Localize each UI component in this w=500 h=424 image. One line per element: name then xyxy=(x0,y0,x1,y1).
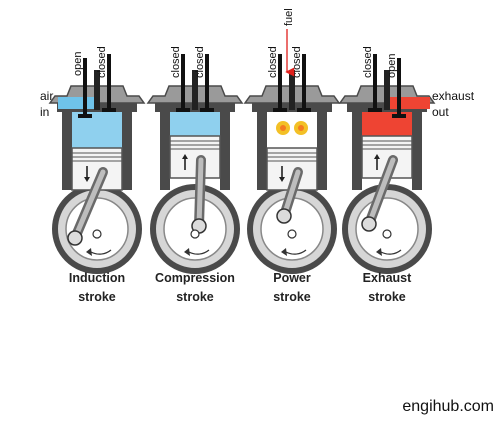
valve-head xyxy=(102,108,116,112)
valve-stem xyxy=(397,58,401,116)
cylinder-wall-right xyxy=(122,112,132,190)
valve-head xyxy=(176,108,190,112)
exhaust-out-label-line2: out xyxy=(432,105,449,119)
ignition-core xyxy=(298,125,304,131)
spark-plug xyxy=(94,70,100,110)
stroke-caption: Compression xyxy=(155,271,235,285)
valve-stem xyxy=(83,58,87,116)
rotation-arrow-head xyxy=(281,248,287,256)
valve-label: closed xyxy=(267,46,279,78)
crankshaft xyxy=(190,229,200,239)
cylinder-wall-left xyxy=(160,112,170,190)
valve-stem xyxy=(107,54,111,108)
crankshaft xyxy=(382,229,392,239)
stroke-caption: stroke xyxy=(273,290,311,304)
cylinder-wall-right xyxy=(220,112,230,190)
valve-head xyxy=(392,114,406,118)
valve-label: open xyxy=(386,54,398,78)
valve-stem xyxy=(278,54,282,108)
air-in-label-line1: air xyxy=(40,89,53,103)
arrow-head xyxy=(182,154,188,159)
rotation-arrow xyxy=(380,249,402,255)
valve-head xyxy=(297,108,311,112)
valve-head xyxy=(78,114,92,118)
piston xyxy=(169,135,221,179)
connecting-rod-highlight xyxy=(196,157,204,229)
arrow-head xyxy=(279,177,285,182)
crank-pin xyxy=(361,216,377,232)
ignition-core xyxy=(280,125,286,131)
connecting-rod-highlight xyxy=(366,157,396,227)
valve-label: closed xyxy=(170,46,182,78)
exhaust-port-gas xyxy=(387,97,430,109)
valve-label: closed xyxy=(96,46,108,78)
arrow-head xyxy=(84,177,90,182)
valve-label: closed xyxy=(291,46,303,78)
stroke-caption: stroke xyxy=(368,290,406,304)
spark-plug xyxy=(384,70,390,110)
valve-label: closed xyxy=(362,46,374,78)
connecting-rod-highlight xyxy=(72,169,106,241)
site-credit: engihub.com xyxy=(402,398,494,415)
valve-label: closed xyxy=(194,46,206,78)
stroke-caption: stroke xyxy=(78,290,116,304)
valve-stem xyxy=(181,54,185,108)
exhaust-out-label-line1: exhaust xyxy=(432,89,475,103)
cylinder-wall-left xyxy=(352,112,362,190)
rotation-arrow xyxy=(90,249,112,255)
spark-plug xyxy=(192,70,198,110)
cylinder-wall-right xyxy=(317,112,327,190)
crankshaft xyxy=(92,229,102,239)
crank-pin xyxy=(67,230,83,246)
stroke-caption: Power xyxy=(273,271,311,285)
valve-stem xyxy=(302,54,306,108)
valve-label: open xyxy=(72,52,84,76)
spark-plug xyxy=(289,70,295,110)
cylinder-wall-right xyxy=(412,112,422,190)
crankshaft xyxy=(287,229,297,239)
valve-stem xyxy=(373,54,377,108)
rotation-arrow xyxy=(188,249,210,255)
stroke-caption: Induction xyxy=(69,271,125,285)
arrow-head xyxy=(374,154,380,159)
rotation-arrow xyxy=(285,249,307,255)
rotation-arrow-head xyxy=(184,248,190,256)
fuel-label: fuel xyxy=(283,8,295,26)
cylinder-wall-left xyxy=(257,112,267,190)
intake-port-air xyxy=(58,97,97,109)
valve-head xyxy=(368,108,382,112)
crank-pin xyxy=(276,208,292,224)
cylinder-wall-left xyxy=(62,112,72,190)
stroke-caption: Exhaust xyxy=(363,271,412,285)
rotation-arrow-head xyxy=(86,248,92,256)
rotation-arrow-head xyxy=(376,248,382,256)
valve-stem xyxy=(205,54,209,108)
air-in-label-line2: in xyxy=(40,105,49,119)
stroke-caption: stroke xyxy=(176,290,214,304)
valve-head xyxy=(273,108,287,112)
valve-head xyxy=(200,108,214,112)
